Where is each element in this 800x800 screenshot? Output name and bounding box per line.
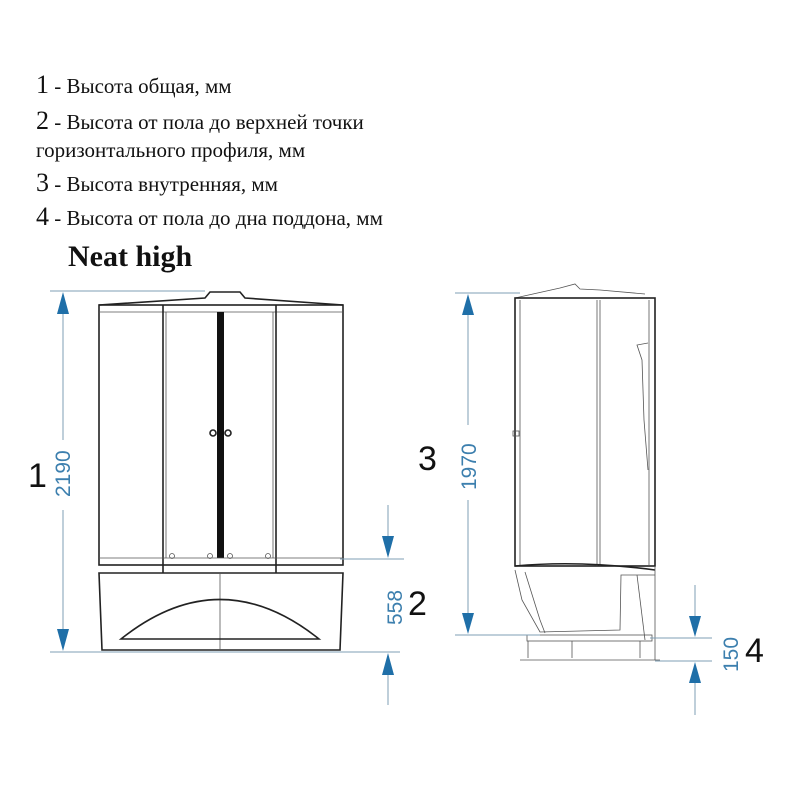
dimension-marker-2: 2 [408, 585, 427, 623]
dimension-value-2190: 2190 [52, 450, 75, 497]
dimension-value-150: 150 [720, 637, 743, 672]
legend-item-1: 1 - Высота общая, мм [36, 70, 232, 100]
dimension-marker-1: 1 [28, 457, 47, 495]
dimension-value-558: 558 [384, 590, 407, 625]
dimension-2190: 2190 1 [28, 290, 400, 653]
legend-text: - Высота от пола до верхней точки [49, 110, 364, 134]
legend-number: 1 [36, 70, 49, 99]
model-title: Neat high [68, 240, 193, 273]
legend-number: 3 [36, 168, 49, 197]
front-view [98, 291, 344, 651]
dimension-marker-4: 4 [745, 632, 764, 670]
legend-text: - Высота общая, мм [49, 74, 232, 98]
dimension-value-1970: 1970 [458, 443, 481, 490]
legend-text: - Высота от пола до дна поддона, мм [49, 206, 383, 230]
legend-item-2: 2 - Высота от пола до верхней точки [36, 106, 364, 136]
dimension-150: 150 4 [650, 585, 764, 715]
legend-item-2-cont: горизонтального профиля, мм [36, 138, 305, 163]
legend-number: 4 [36, 202, 49, 231]
legend-text: - Высота внутренняя, мм [49, 172, 278, 196]
dimension-1970: 1970 3 [418, 292, 540, 636]
legend-number: 2 [36, 106, 49, 135]
legend-text: горизонтального профиля, мм [36, 138, 306, 162]
dimension-marker-3: 3 [418, 440, 437, 478]
dimension-558: 558 2 [340, 505, 427, 705]
legend-item-3: 3 - Высота внутренняя, мм [36, 168, 278, 198]
side-view [512, 283, 660, 661]
legend-item-4: 4 - Высота от пола до дна поддона, мм [36, 202, 383, 232]
